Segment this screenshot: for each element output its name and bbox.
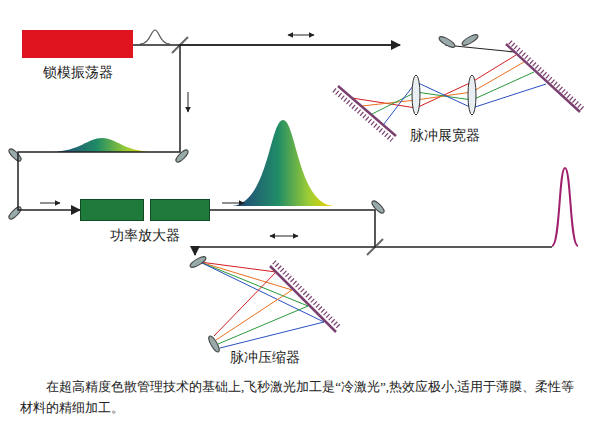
amplified-pulse bbox=[232, 120, 334, 206]
beam-path bbox=[18, 45, 400, 210]
amplifier-module bbox=[150, 199, 210, 221]
stretcher-region: 脉冲展宽器 bbox=[400, 28, 588, 146]
compressor-region: 脉冲压缩器 bbox=[185, 255, 340, 368]
double-arrow bbox=[288, 35, 314, 36]
component-label: 脉冲展宽器 bbox=[410, 127, 480, 144]
double-arrow bbox=[270, 236, 298, 237]
direction-arrow bbox=[188, 92, 189, 112]
beam-path bbox=[195, 210, 375, 255]
component-label: 功率放大器 bbox=[110, 227, 180, 244]
stretched-pulse bbox=[52, 138, 152, 152]
direction-arrow bbox=[222, 203, 244, 204]
compressor-optics bbox=[189, 255, 340, 353]
output-beam bbox=[375, 246, 552, 248]
oscillator-box: 锁模振荡器 bbox=[22, 30, 133, 58]
amplifier-module bbox=[80, 199, 144, 221]
output-pulse bbox=[552, 168, 578, 246]
component-label: 脉冲压缩器 bbox=[230, 349, 300, 366]
caption: 在超高精度色散管理技术的基础上,飞秒激光加工是“冷激光”,热效应极小,适用于薄膜… bbox=[20, 376, 586, 418]
component-label: 锁模振荡器 bbox=[43, 64, 113, 81]
mirror bbox=[7, 37, 386, 255]
direction-arrow bbox=[40, 203, 60, 204]
amplifier-box: 功率放大器 bbox=[80, 199, 210, 221]
input-pulse bbox=[140, 30, 170, 44]
stretcher-optics bbox=[334, 33, 584, 140]
